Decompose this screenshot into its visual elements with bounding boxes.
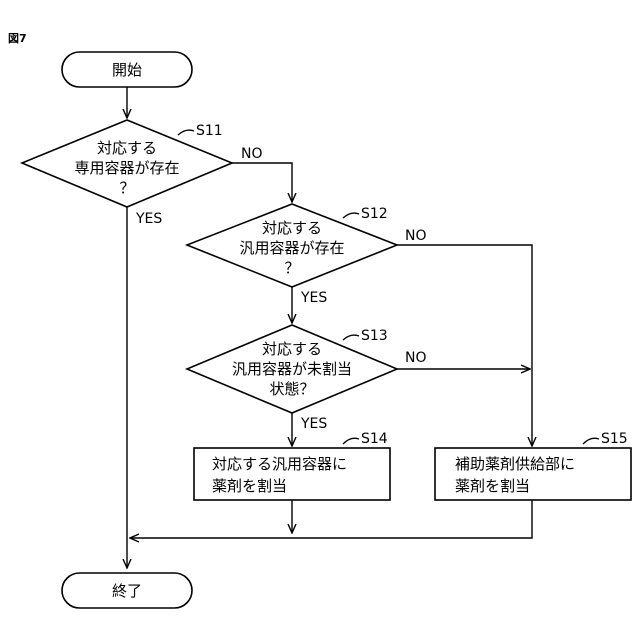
s13-step-leader [343, 335, 359, 340]
s11-no-label: NO [241, 146, 263, 162]
end-label: 終了 [112, 582, 142, 600]
s11-line-3: ？ [119, 179, 134, 197]
s12-line-3: ？ [284, 259, 299, 277]
s11-step-leader [178, 130, 194, 135]
s15-step-leader [583, 438, 599, 444]
s14-step-leader [343, 438, 359, 444]
s12-step-leader [343, 213, 359, 218]
s13-line-3: 状態？ [269, 380, 314, 398]
s13-yes-label: YES [300, 416, 327, 432]
process-s15: 補助薬剤供給部に 薬剤を割当 S15 [435, 431, 631, 500]
figure-label: 図7 [8, 31, 27, 45]
edge-s11-no [232, 163, 292, 202]
s14-step-label: S14 [361, 431, 388, 447]
decision-s12: 対応する 汎用容器が存在 ？ S12 [187, 204, 397, 287]
s12-line-1: 対応する [262, 219, 322, 237]
s12-no-label: NO [405, 228, 427, 244]
start-terminal: 開始 [62, 52, 192, 87]
s11-yes-label: YES [135, 211, 162, 227]
s11-line-2: 専用容器が存在 [74, 159, 179, 177]
edge-s12-no [397, 245, 532, 446]
decision-s11: 対応する 専用容器が存在 ？ S11 [22, 120, 232, 207]
s11-line-1: 対応する [97, 139, 157, 157]
s13-no-label: NO [405, 350, 427, 366]
s15-line-2: 薬剤を割当 [455, 477, 530, 495]
end-terminal: 終了 [62, 573, 192, 608]
s14-line-1: 対応する汎用容器に [212, 455, 347, 473]
s11-step-label: S11 [196, 123, 223, 139]
s14-line-2: 薬剤を割当 [212, 477, 287, 495]
s15-line-1: 補助薬剤供給部に [455, 455, 575, 473]
s12-yes-label: YES [300, 290, 327, 306]
s12-line-2: 汎用容器が存在 [239, 239, 344, 257]
s13-line-1: 対応する [262, 340, 322, 358]
s12-step-label: S12 [361, 206, 388, 222]
start-label: 開始 [112, 61, 142, 79]
decision-s13: 対応する 汎用容器が未割当 状態？ S13 [187, 325, 397, 413]
s13-step-label: S13 [361, 328, 388, 344]
edge-s15-out [130, 500, 532, 538]
s13-line-2: 汎用容器が未割当 [232, 360, 352, 378]
s15-step-label: S15 [601, 431, 628, 447]
